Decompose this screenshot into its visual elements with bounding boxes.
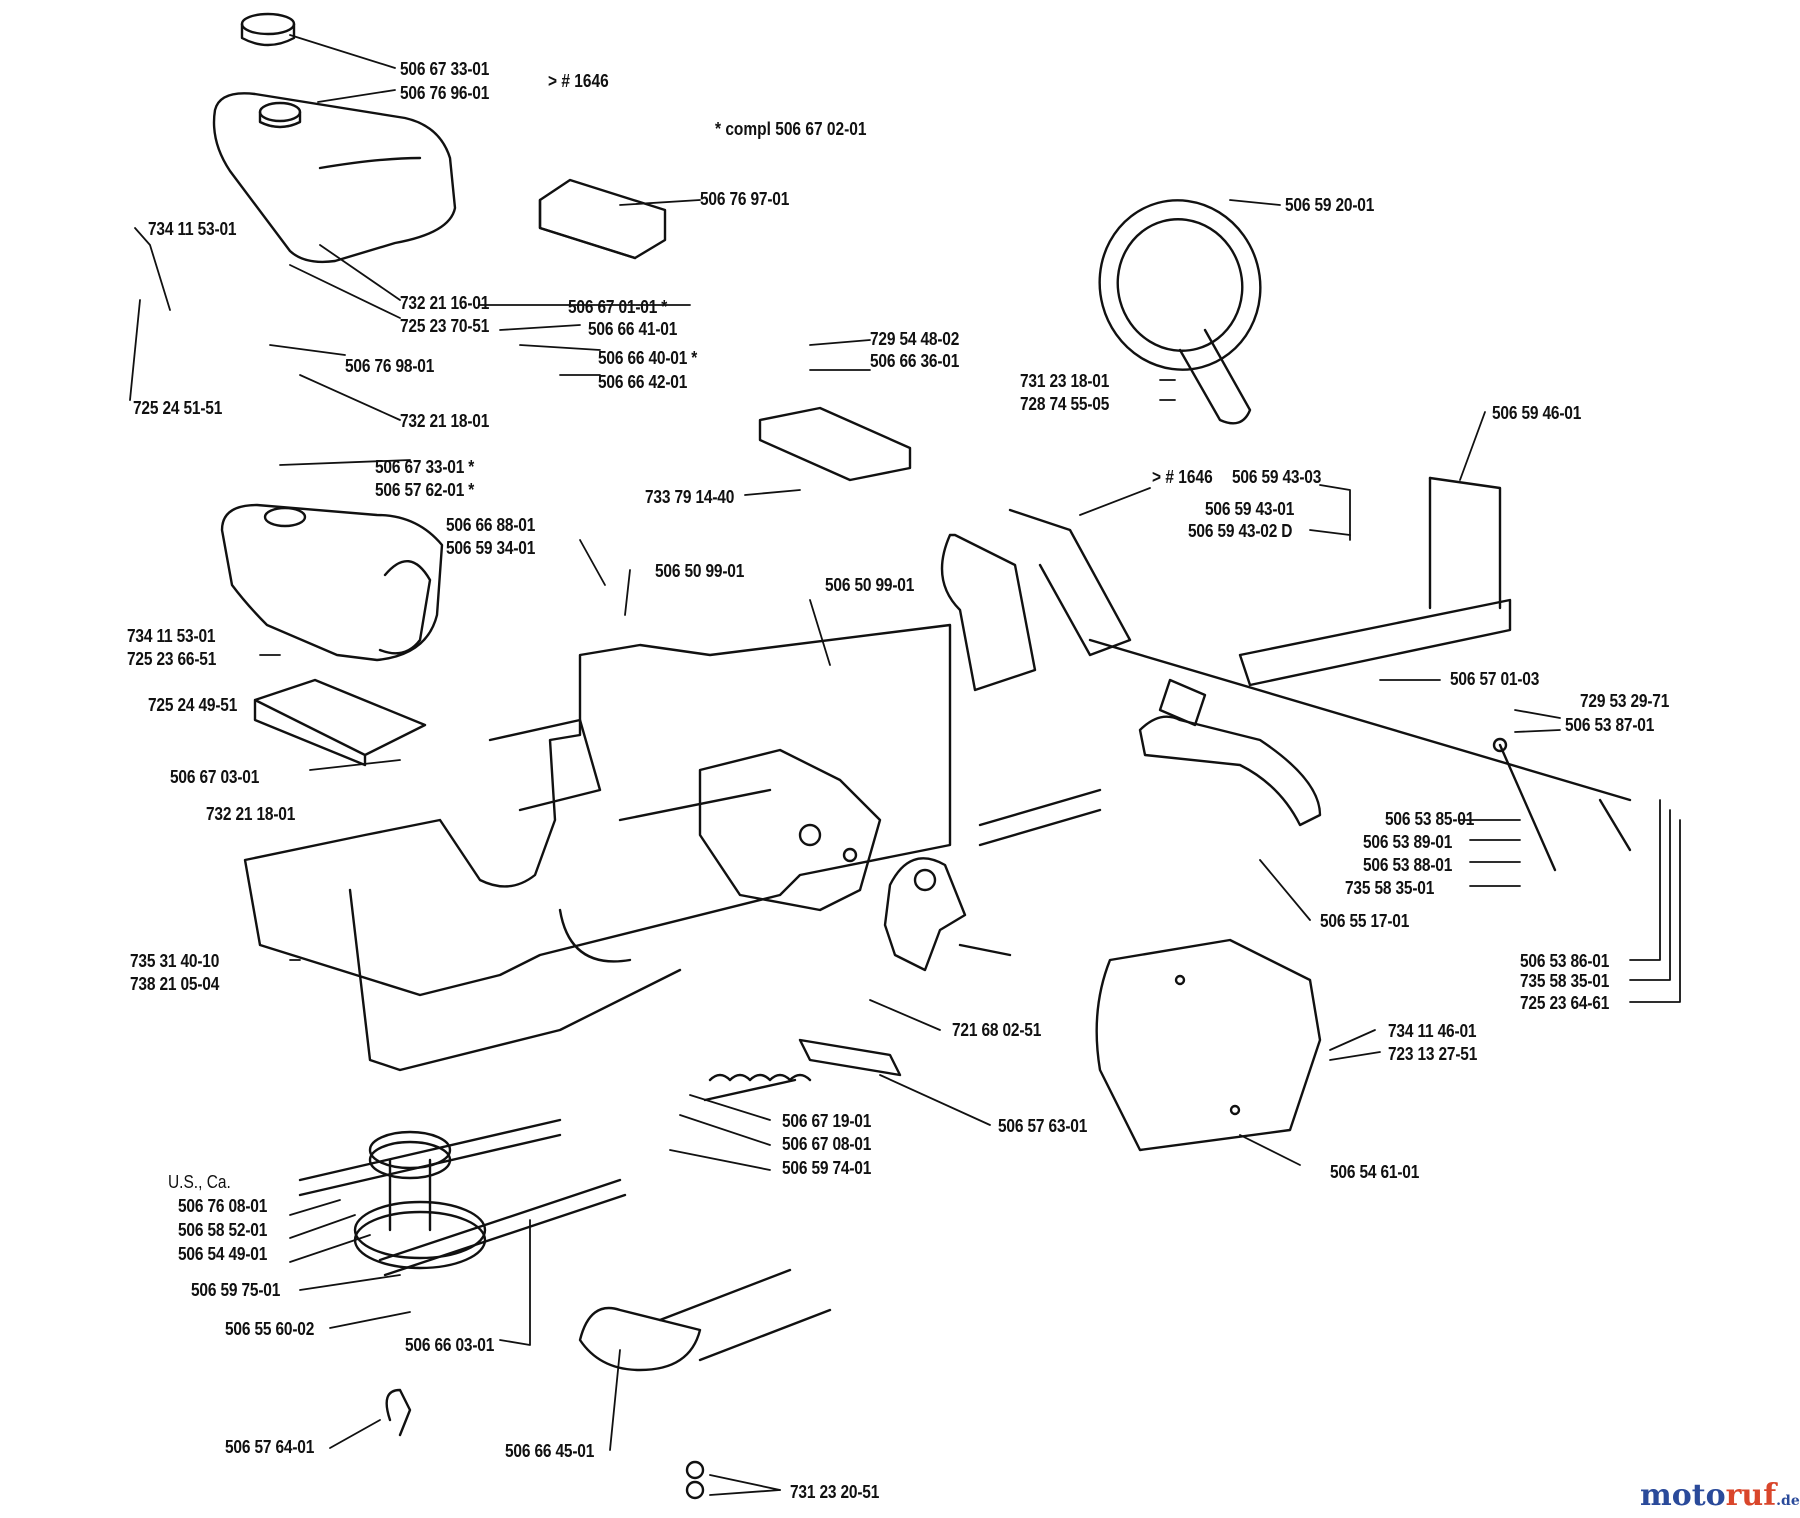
main-frame bbox=[243, 623, 952, 1072]
lower-plate bbox=[798, 1038, 902, 1077]
pulley-assembly bbox=[298, 1118, 627, 1277]
part-label: 725 23 66-51 bbox=[127, 649, 217, 669]
pedal-assembly bbox=[978, 678, 1322, 847]
part-label: 506 76 97-01 bbox=[700, 189, 790, 209]
part-label: 729 53 29-71 bbox=[1580, 691, 1670, 711]
part-label: 506 76 08-01 bbox=[178, 1196, 268, 1216]
part-label: 506 53 87-01 bbox=[1565, 715, 1655, 735]
watermark-logo: motoruf.de bbox=[1640, 1478, 1800, 1513]
part-label: 725 24 49-51 bbox=[148, 695, 238, 715]
part-label: 506 59 34-01 bbox=[446, 538, 536, 558]
part-label: 506 57 62-01 * bbox=[375, 480, 475, 500]
part-label: 721 68 02-51 bbox=[952, 1020, 1042, 1040]
tank-bracket bbox=[253, 678, 427, 767]
model-note-1646-b: > # 1646 bbox=[1152, 467, 1213, 487]
axle-pivot bbox=[883, 857, 1012, 972]
part-label: 506 50 99-01 bbox=[655, 561, 745, 581]
part-label: 734 11 53-01 bbox=[127, 626, 216, 646]
watermark-part2: ruf bbox=[1725, 1478, 1777, 1513]
part-label: 506 67 01-01 * bbox=[568, 297, 668, 317]
model-note-1646: > # 1646 bbox=[548, 71, 609, 91]
part-label: 732 21 18-01 bbox=[206, 804, 296, 824]
part-label: 506 66 88-01 bbox=[446, 515, 536, 535]
part-label: 506 67 19-01 bbox=[782, 1111, 872, 1131]
fuel-tank-lower bbox=[220, 503, 444, 662]
part-label: 506 66 36-01 bbox=[870, 351, 960, 371]
fuel-tank-upper bbox=[212, 92, 457, 264]
lower-bracket bbox=[578, 1268, 832, 1500]
frame-tower bbox=[940, 508, 1132, 692]
part-label: 735 58 35-01 bbox=[1520, 971, 1610, 991]
part-label: 506 55 17-01 bbox=[1320, 911, 1410, 931]
region-note: U.S., Ca. bbox=[168, 1172, 231, 1192]
steering-bracket bbox=[758, 406, 912, 482]
watermark-part1: moto bbox=[1640, 1478, 1726, 1513]
part-label: 731 23 20-51 bbox=[790, 1482, 880, 1502]
part-label: 728 74 55-05 bbox=[1020, 394, 1110, 414]
part-label: 506 66 45-01 bbox=[505, 1441, 595, 1461]
steering-wheel bbox=[1098, 199, 1262, 425]
part-label: 506 57 63-01 bbox=[998, 1116, 1088, 1136]
part-label: 506 67 33-01 bbox=[400, 59, 490, 79]
part-label: 733 79 14-40 bbox=[645, 487, 735, 507]
compl-note: * compl 506 67 02-01 bbox=[715, 119, 867, 139]
part-label: 506 67 08-01 bbox=[782, 1134, 872, 1154]
part-label: 506 57 64-01 bbox=[225, 1437, 315, 1457]
part-label: 506 59 43-01 bbox=[1205, 499, 1295, 519]
rear-cover bbox=[1095, 938, 1322, 1152]
part-label: 734 11 53-01 bbox=[148, 219, 237, 239]
part-label: 506 59 20-01 bbox=[1285, 195, 1375, 215]
part-label: 729 54 48-02 bbox=[870, 329, 960, 349]
part-label: 723 13 27-51 bbox=[1388, 1044, 1478, 1064]
part-label: 725 24 51-51 bbox=[133, 398, 223, 418]
part-label: 506 58 52-01 bbox=[178, 1220, 268, 1240]
part-label: 735 31 40-10 bbox=[130, 951, 220, 971]
part-label: 506 53 85-01 bbox=[1385, 809, 1475, 829]
part-label: 506 59 43-02 D bbox=[1188, 521, 1293, 541]
part-label: 506 55 60-02 bbox=[225, 1319, 315, 1339]
part-label: 506 67 03-01 bbox=[170, 767, 260, 787]
bracket-top bbox=[538, 178, 667, 260]
part-label: 725 23 64-61 bbox=[1520, 993, 1610, 1013]
part-label: 506 59 46-01 bbox=[1492, 403, 1582, 423]
part-label: 506 53 89-01 bbox=[1363, 832, 1453, 852]
part-label: 725 23 70-51 bbox=[400, 316, 490, 336]
spring bbox=[703, 1073, 812, 1102]
part-label: 506 57 01-03 bbox=[1450, 669, 1540, 689]
clip bbox=[385, 1388, 412, 1437]
part-label: 506 76 96-01 bbox=[400, 83, 490, 103]
part-label: 738 21 05-04 bbox=[130, 974, 220, 994]
part-label: 506 53 88-01 bbox=[1363, 855, 1453, 875]
seat-pan bbox=[1238, 476, 1512, 687]
part-label: 506 54 49-01 bbox=[178, 1244, 268, 1264]
part-label: 506 66 42-01 bbox=[598, 372, 688, 392]
part-label: 506 66 40-01 * bbox=[598, 348, 698, 368]
part-label: 506 53 86-01 bbox=[1520, 951, 1610, 971]
watermark-tld: .de bbox=[1776, 1493, 1800, 1509]
part-label: 506 59 43-03 bbox=[1232, 467, 1322, 487]
part-label: 506 54 61-01 bbox=[1330, 1162, 1420, 1182]
part-label: 506 50 99-01 bbox=[825, 575, 915, 595]
part-label: 506 59 75-01 bbox=[191, 1280, 281, 1300]
part-label: 506 76 98-01 bbox=[345, 356, 435, 376]
part-label: 734 11 46-01 bbox=[1388, 1021, 1477, 1041]
linkage-rod bbox=[1088, 638, 1632, 872]
part-label: 732 21 18-01 bbox=[400, 411, 490, 431]
part-label: 506 59 74-01 bbox=[782, 1158, 872, 1178]
part-label: 735 58 35-01 bbox=[1345, 878, 1435, 898]
part-label: 506 67 33-01 * bbox=[375, 457, 475, 477]
part-label: 506 66 41-01 bbox=[588, 319, 678, 339]
part-label: 732 21 16-01 bbox=[400, 293, 490, 313]
gear-housing bbox=[698, 748, 882, 912]
fuel-cap-top bbox=[240, 12, 296, 47]
part-label: 731 23 18-01 bbox=[1020, 371, 1110, 391]
leader-lines bbox=[129, 34, 1681, 1496]
part-label: 506 66 03-01 bbox=[405, 1335, 495, 1355]
